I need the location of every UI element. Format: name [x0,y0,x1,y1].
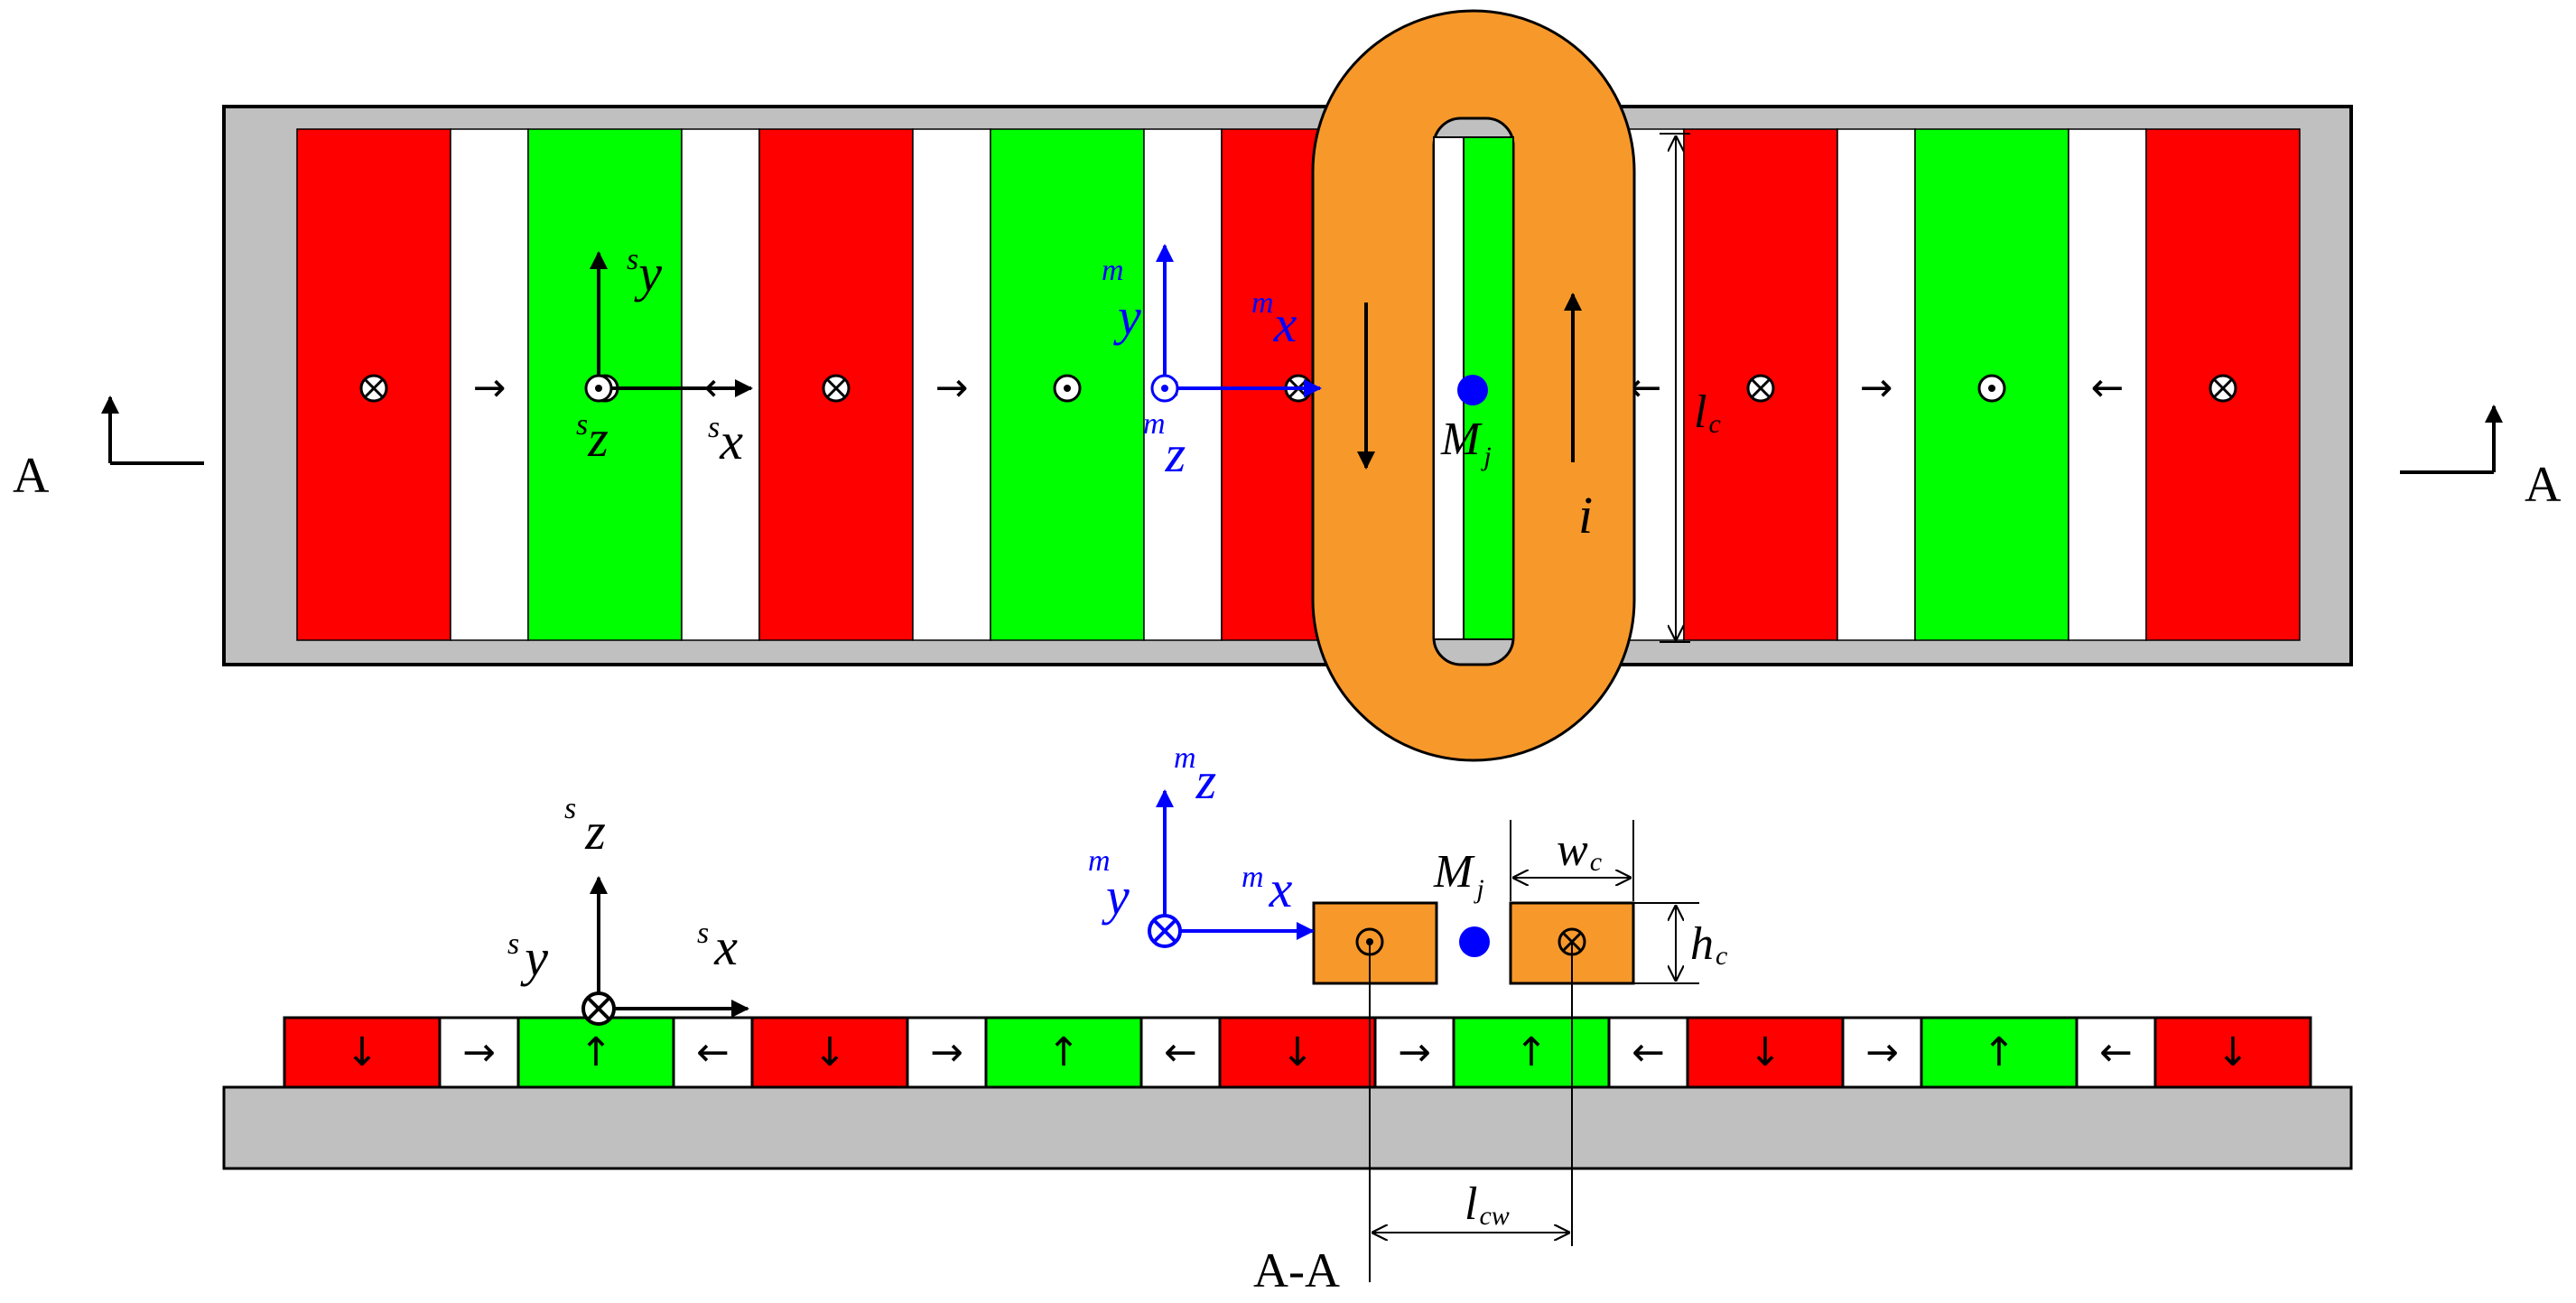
current-in-x2 [1561,931,1583,953]
top-magnet-5 [912,128,991,641]
stator-frame-top: sy sx sz [576,243,753,470]
center-point-top [1457,375,1488,405]
top-magnet-6-dot [1064,385,1071,392]
side-magnet-1-arrow-right-icon: → [462,1029,496,1075]
current-out-dot [1366,938,1373,945]
top-magnet-1 [450,128,529,641]
side-magnet-9-arrow-right-icon: → [1398,1029,1431,1075]
mover-y-origin-x2 [1152,918,1177,944]
top-magnet-0-cross-icon [359,374,388,403]
side-magnet-9 [1373,1016,1455,1089]
top-magnet-5-arrow-right-icon: → [935,365,969,411]
side-magnet-12 [1686,1016,1845,1089]
center-point-side [1459,926,1490,957]
top-magnet-15-arrow-left-icon: ← [2091,365,2125,411]
top-magnet-6-dot-icon [1053,374,1082,403]
coil-section-left [1312,901,1438,985]
section-label-left: A [13,448,50,504]
top-magnet-13 [1837,128,1916,641]
top-magnet-14-dot-icon [1977,374,2006,403]
side-magnet-3 [672,1016,754,1089]
side-magnet-0-arrow-down-icon: ↓ [346,1029,379,1075]
wc-label: wc [1557,824,1602,877]
mover-z-label-top: mz [1143,407,1186,483]
section-title: A-A [1253,1243,1340,1298]
stator-y-origin-x2 [586,996,611,1021]
mover-z-origin-dot [1161,385,1168,392]
side-magnet-6-arrow-up-icon: ↑ [1047,1029,1081,1075]
top-magnet-4-cross-icon [822,374,851,403]
stator-z-origin-dot [595,385,602,392]
side-magnet-4-arrow-down-icon: ↓ [814,1029,847,1075]
side-magnet-12-arrow-down-icon: ↓ [1749,1029,1782,1075]
top-magnet-16-cross-icon [2209,374,2237,403]
side-magnet-15 [2075,1016,2157,1089]
top-magnet-12-cross-icon [1746,374,1775,403]
section-label-right: A [2525,457,2562,513]
side-magnet-15-arrow-left-icon: ← [2099,1029,2133,1075]
top-magnet-14-dot [1988,385,1995,392]
side-magnet-11-arrow-left-icon: ← [1632,1029,1665,1075]
mover-z-label-side: mz [1174,741,1216,810]
stator-y-label-top: sy [627,243,662,302]
top-magnet-13-arrow-right-icon: → [1860,365,1893,411]
stator-base-side [222,1085,2353,1170]
stator-x-label-top: sx [708,411,743,470]
side-magnet-14-arrow-up-icon: ↑ [1983,1029,2016,1075]
stator-z-label-top: sz [576,408,609,468]
side-magnet-3-arrow-left-icon: ← [696,1029,730,1075]
current-label: i [1578,486,1593,544]
side-magnet-11 [1607,1016,1689,1089]
top-magnet-4-x2 [826,378,846,398]
side-magnet-7-arrow-left-icon: ← [1164,1029,1197,1075]
side-magnet-13-arrow-right-icon: → [1865,1029,1899,1075]
top-magnet-16-x2 [2213,378,2233,398]
side-magnet-array: ↓ → ↑ ← ↓ → ↑ ← ↓ → ↑ ← ↓ → ↑ ← ↓ [283,1016,2312,1089]
section-marker-right: A [2400,405,2562,513]
top-magnet-1-arrow-right-icon: → [473,365,507,411]
side-magnet-2-arrow-up-icon: ↑ [580,1029,613,1075]
side-magnet-10-arrow-up-icon: ↑ [1515,1029,1548,1075]
section-marker-left: A [13,396,204,504]
lc-label: lc [1694,386,1721,439]
mover-x-label-top: mx [1251,286,1297,353]
hc-label: hc [1690,918,1727,971]
side-magnet-16-arrow-down-icon: ↓ [2217,1029,2250,1075]
side-magnet-5 [906,1016,988,1089]
side-magnet-1 [438,1016,520,1089]
top-view: →←→←→←→← i Mj lc sy sx sz [13,9,2562,762]
side-magnet-5-arrow-right-icon: → [930,1029,963,1075]
side-magnet-8-arrow-down-icon: ↓ [1281,1029,1315,1075]
lcw-label: lcw [1465,1178,1510,1231]
side-magnet-10 [1452,1016,1611,1089]
top-magnet-0-x2 [364,378,384,398]
top-magnet-12-x2 [1751,378,1771,398]
side-magnet-16 [2153,1016,2312,1089]
side-magnet-8 [1218,1016,1377,1089]
side-magnet-6 [984,1016,1143,1089]
